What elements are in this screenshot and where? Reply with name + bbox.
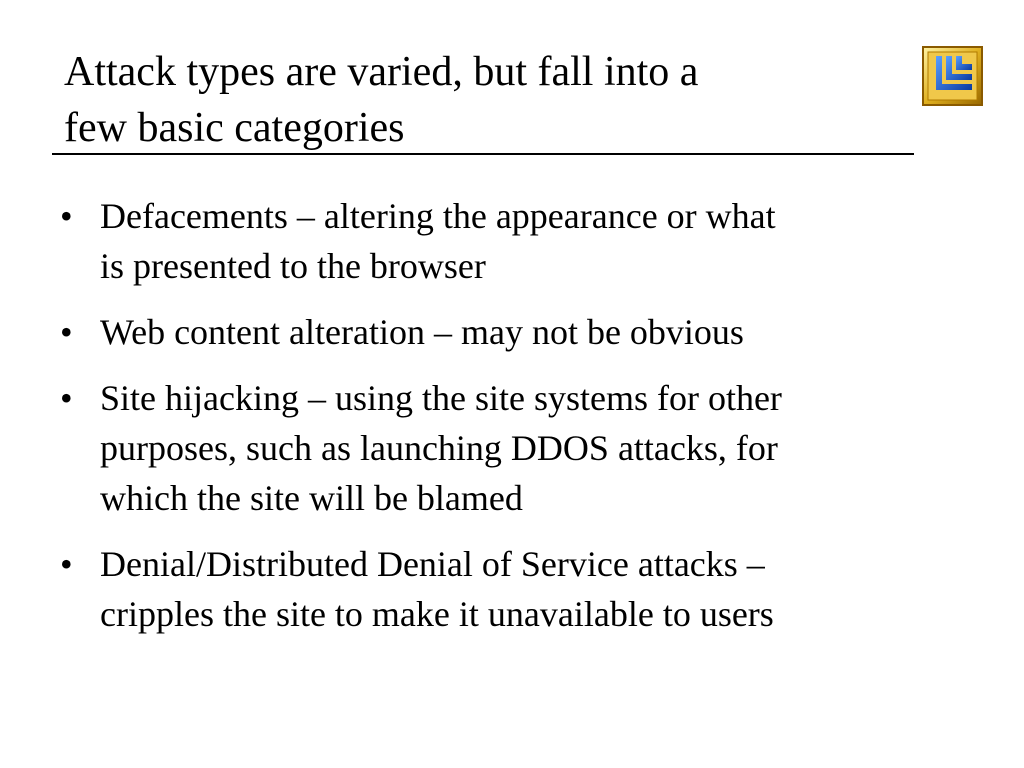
bullet-marker: •	[60, 196, 73, 236]
bullet-text-line: purposes, such as launching DDOS attacks…	[100, 428, 778, 468]
bullet-text: Site hijacking – using the site systems …	[100, 373, 984, 523]
bullet-text: Web content alteration – may not be obvi…	[100, 307, 984, 357]
slide-title: Attack types are varied, but fall into a…	[64, 44, 864, 156]
bullet-item: • Denial/Distributed Denial of Service a…	[0, 539, 1024, 639]
bullet-text-line: Web content alteration – may not be obvi…	[100, 312, 744, 352]
bullet-text-line: Defacements – altering the appearance or…	[100, 196, 776, 236]
bullet-text-line: cripples the site to make it unavailable…	[100, 594, 774, 634]
llnl-logo-icon	[922, 46, 983, 106]
bullet-text-line: Site hijacking – using the site systems …	[100, 378, 782, 418]
bullet-item: • Site hijacking – using the site system…	[0, 373, 1024, 523]
bullet-text-line: which the site will be blamed	[100, 478, 523, 518]
bullet-text: Defacements – altering the appearance or…	[100, 191, 984, 291]
bullet-text-line: Denial/Distributed Denial of Service att…	[100, 544, 765, 584]
title-underline	[52, 153, 914, 155]
bullet-marker: •	[60, 544, 73, 584]
slide-title-line-2: few basic categories	[64, 105, 405, 151]
slide-title-line-1: Attack types are varied, but fall into a	[64, 49, 699, 95]
bullet-marker: •	[60, 378, 73, 418]
bullet-list: • Defacements – altering the appearance …	[0, 191, 1024, 655]
bullet-text-line: is presented to the browser	[100, 246, 486, 286]
bullet-text: Denial/Distributed Denial of Service att…	[100, 539, 984, 639]
bullet-item: • Defacements – altering the appearance …	[0, 191, 1024, 291]
bullet-marker: •	[60, 312, 73, 352]
bullet-item: • Web content alteration – may not be ob…	[0, 307, 1024, 357]
